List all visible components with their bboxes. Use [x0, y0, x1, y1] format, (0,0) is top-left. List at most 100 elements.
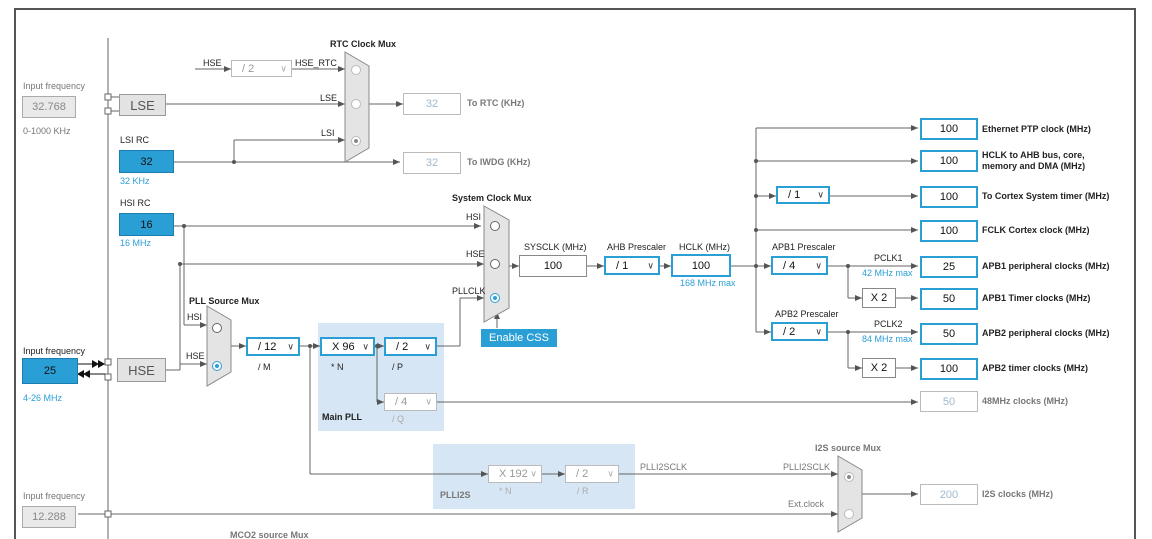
apb1-periph-value[interactable]: 25 — [920, 256, 978, 278]
hsi-rc-value: 16 — [119, 213, 174, 236]
chevron-down-icon: ∨ — [815, 326, 822, 336]
pclk2-max: 84 MHz max — [862, 334, 913, 344]
chevron-down-icon: ∨ — [425, 396, 432, 407]
apb1-prescaler-label: APB1 Prescaler — [772, 242, 836, 252]
i2s-mux-ext-label: Ext.clock — [788, 499, 825, 509]
ethernet-ptp-clock-value[interactable]: 100 — [920, 118, 978, 140]
apb1-timer-multiplier: X 2 — [862, 288, 896, 308]
rtc-output-label: To RTC (KHz) — [467, 98, 525, 108]
plli2sclk-label: PLLI2SCLK — [640, 462, 688, 472]
pll-m-label: / M — [258, 362, 271, 372]
ahb-prescaler-label: AHB Prescaler — [607, 242, 667, 252]
chevron-down-icon: ∨ — [815, 260, 822, 270]
ahb-prescaler-select[interactable]: / 1∨ — [604, 256, 660, 275]
plli2s-r-label: / R — [577, 486, 589, 496]
pll-q-divider[interactable]: / 4∨ — [384, 393, 437, 411]
48mhz-clock-value: 50 — [920, 391, 978, 412]
apb2-periph-value[interactable]: 50 — [920, 323, 978, 345]
sys-mux-pllclk-label: PLLCLK — [452, 286, 486, 296]
apb2-prescaler-label: APB2 Prescaler — [775, 309, 839, 319]
hsi-rc-title: HSI RC — [120, 198, 151, 208]
sys-radio-pllclk[interactable] — [490, 293, 500, 303]
ethernet-ptp-clock-label: Ethernet PTP clock (MHz) — [982, 124, 1091, 134]
lsi-rc-value: 32 — [119, 150, 174, 173]
i2s-radio-plli2sclk[interactable] — [844, 472, 854, 482]
pll-src-hse-label: HSE — [186, 351, 205, 361]
hse-input-caption: Input frequency — [23, 346, 86, 356]
chevron-down-icon: ∨ — [817, 189, 824, 200]
pll-n-multiplier[interactable]: X 96∨ — [320, 337, 375, 356]
apb2-prescaler-select[interactable]: / 2∨ — [771, 322, 828, 341]
fclk-label: FCLK Cortex clock (MHz) — [982, 225, 1090, 235]
hclk-value[interactable]: 100 — [671, 254, 731, 277]
i2s-mux-plli2sclk-label: PLLI2SCLK — [783, 462, 831, 472]
enable-css-button[interactable]: Enable CSS — [481, 329, 557, 347]
pll-src-radio-hse[interactable] — [212, 361, 222, 371]
hsi-rc-freq: 16 MHz — [120, 238, 152, 248]
lse-input-frequency[interactable]: 32.768 — [22, 96, 76, 118]
lse-source: LSE — [119, 94, 166, 116]
i2s-clock-label: I2S clocks (MHz) — [982, 489, 1054, 499]
apb2-timer-label: APB2 timer clocks (MHz) — [982, 363, 1089, 373]
apb1-timer-value[interactable]: 50 — [920, 288, 978, 310]
rtc-hse-rtc-label: HSE_RTC — [295, 58, 337, 68]
cortex-timer-value[interactable]: 100 — [920, 186, 978, 208]
apb1-periph-label: APB1 peripheral clocks (MHz) — [982, 261, 1110, 271]
pll-src-radio-hsi[interactable] — [212, 323, 222, 333]
main-pll-title: Main PLL — [322, 412, 362, 422]
lsi-rc-title: LSI RC — [120, 135, 150, 145]
hclk-ahb-label: HCLK to AHB bus, core, — [982, 150, 1085, 160]
diagram-frame — [14, 8, 1136, 539]
hse-source: HSE — [117, 358, 166, 382]
hclk-label: HCLK (MHz) — [679, 242, 730, 252]
rtc-radio-lse[interactable] — [351, 99, 361, 109]
sys-radio-hse[interactable] — [490, 259, 500, 269]
sys-radio-hsi[interactable] — [490, 221, 500, 231]
plli2s-title: PLLI2S — [440, 490, 471, 500]
pll-p-label: / P — [392, 362, 404, 372]
i2s-clock-value: 200 — [920, 484, 978, 505]
cortex-timer-label: To Cortex System timer (MHz) — [982, 191, 1110, 201]
chevron-down-icon: ∨ — [362, 341, 369, 351]
chevron-down-icon: ∨ — [647, 260, 654, 270]
pll-m-divider[interactable]: / 12∨ — [246, 337, 300, 356]
sys-mux-hse-label: HSE — [466, 249, 485, 259]
chevron-down-icon: ∨ — [424, 341, 431, 351]
chevron-down-icon: ∨ — [287, 341, 294, 351]
apb2-periph-label: APB2 peripheral clocks (MHz) — [982, 328, 1110, 338]
lsi-rc-freq: 32 KHz — [120, 176, 150, 186]
pll-q-label: / Q — [392, 414, 405, 424]
sysclk-value: 100 — [519, 255, 587, 277]
pll-src-mux-title: PLL Source Mux — [189, 296, 260, 306]
cortex-timer-divider[interactable]: / 1∨ — [776, 186, 830, 204]
hse-input-frequency[interactable]: 25 — [22, 358, 78, 384]
sys-mux-hsi-label: HSI — [466, 212, 482, 222]
chevron-down-icon: ∨ — [530, 468, 537, 479]
apb2-timer-multiplier: X 2 — [862, 358, 896, 378]
fclk-value[interactable]: 100 — [920, 220, 978, 242]
pll-src-hsi-label: HSI — [187, 312, 203, 322]
sys-mux-title: System Clock Mux — [452, 193, 532, 203]
lse-range: 0-1000 KHz — [23, 126, 71, 136]
rtc-radio-hse[interactable] — [351, 65, 361, 75]
apb2-timer-value[interactable]: 100 — [920, 358, 978, 380]
rtc-hse-divider[interactable]: / 2∨ — [231, 60, 292, 77]
pll-p-divider[interactable]: / 2∨ — [384, 337, 437, 356]
rtc-radio-lsi[interactable] — [351, 136, 361, 146]
i2s-input-caption: Input frequency — [23, 491, 86, 501]
i2s-radio-ext[interactable] — [844, 509, 854, 519]
plli2s-r-divider[interactable]: / 2∨ — [565, 465, 619, 483]
chevron-down-icon: ∨ — [607, 468, 614, 479]
sysclk-label: SYSCLK (MHz) — [524, 242, 587, 252]
plli2s-n-label: * N — [499, 486, 512, 496]
rtc-lse-label: LSE — [320, 93, 338, 103]
rtc-hse-label: HSE — [203, 58, 222, 68]
apb1-prescaler-select[interactable]: / 4∨ — [771, 256, 828, 275]
hclk-ahb-value[interactable]: 100 — [920, 150, 978, 172]
plli2s-n-multiplier[interactable]: X 192∨ — [488, 465, 542, 483]
iwdg-output-value: 32 — [403, 152, 461, 174]
i2s-input-frequency[interactable]: 12.288 — [22, 506, 76, 528]
apb1-timer-label: APB1 Timer clocks (MHz) — [982, 293, 1091, 303]
48mhz-clock-label: 48MHz clocks (MHz) — [982, 396, 1069, 406]
